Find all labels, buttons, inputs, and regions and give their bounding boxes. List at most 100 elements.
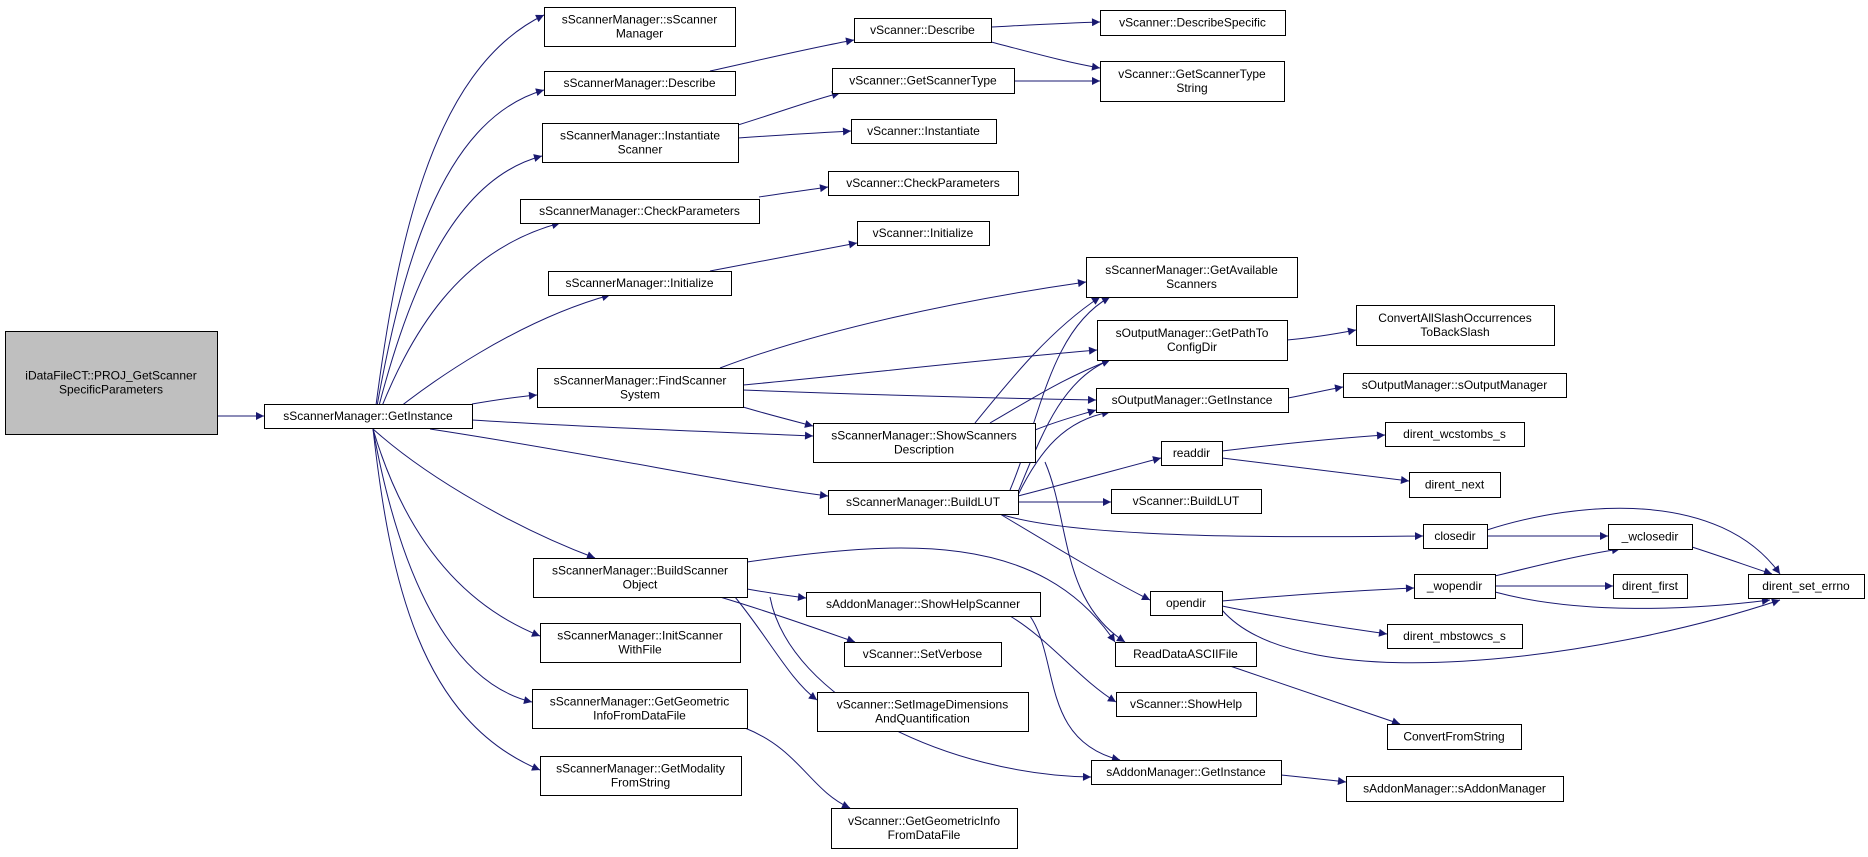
node-label: Manager — [616, 27, 663, 41]
node-n32[interactable]: vScanner::ShowHelp — [1116, 692, 1257, 717]
node-label: sAddonManager::ShowHelpScanner — [826, 597, 1020, 611]
node-box — [844, 642, 1002, 667]
edge-n28-n36 — [1221, 431, 1386, 452]
nodes-layer: iDataFileCT::PROJ_GetScannerSpecificPara… — [5, 7, 1865, 849]
edge-n39-n45 — [1494, 591, 1771, 609]
node-n35[interactable]: sOutputManager::sOutputManager — [1343, 373, 1567, 398]
node-label: sScannerManager::Instantiate — [560, 129, 720, 143]
node-n1[interactable]: sScannerManager::GetInstance — [264, 404, 473, 429]
node-box — [537, 368, 744, 408]
edge-n17-n26 — [989, 359, 1111, 424]
edge-n26-n34 — [1286, 327, 1357, 341]
node-n44[interactable]: dirent_first — [1613, 574, 1688, 599]
node-label: vScanner::CheckParameters — [846, 176, 999, 190]
node-label: vScanner::GetGeometricInfo — [848, 814, 1000, 828]
node-n14[interactable]: vScanner::Instantiate — [851, 119, 997, 144]
node-n19[interactable]: sAddonManager::ShowHelpScanner — [806, 592, 1041, 617]
node-box — [817, 692, 1029, 732]
node-label: sAddonManager::GetInstance — [1106, 765, 1266, 779]
edge-n8-n19 — [746, 588, 807, 601]
node-n6[interactable]: sScannerManager::Initialize — [548, 271, 732, 296]
node-n18[interactable]: sScannerManager::BuildLUT — [828, 490, 1019, 515]
node-n16[interactable]: vScanner::Initialize — [857, 221, 990, 246]
node-n33[interactable]: sAddonManager::GetInstance — [1091, 760, 1282, 785]
node-n0[interactable]: iDataFileCT::PROJ_GetScannerSpecificPara… — [5, 331, 218, 435]
node-n31[interactable]: ReadDataASCIIFile — [1115, 642, 1257, 667]
node-label: FromDataFile — [888, 828, 961, 842]
node-label: vScanner::GetScannerType — [849, 74, 997, 88]
edge-n39-n43 — [1494, 546, 1621, 577]
node-n40[interactable]: dirent_mbstowcs_s — [1387, 624, 1523, 649]
node-n13[interactable]: vScanner::GetScannerType — [832, 68, 1015, 94]
node-n43[interactable]: _wclosedir — [1608, 524, 1693, 550]
node-label: sScannerManager::GetGeometric — [550, 695, 729, 709]
node-n29[interactable]: vScanner::BuildLUT — [1111, 489, 1262, 514]
node-box — [1115, 642, 1257, 667]
node-n28[interactable]: readdir — [1161, 441, 1223, 466]
node-n10[interactable]: sScannerManager::GetGeometricInfoFromDat… — [532, 689, 748, 729]
edge-n18-n30 — [999, 513, 1151, 601]
node-n15[interactable]: vScanner::CheckParameters — [828, 171, 1019, 196]
edge-n17-n31 — [1044, 461, 1126, 643]
node-label: WithFile — [618, 643, 662, 657]
node-label: sAddonManager::sAddonManager — [1363, 782, 1546, 796]
node-box — [831, 808, 1018, 849]
node-n45[interactable]: dirent_set_errno — [1748, 574, 1865, 599]
node-n36[interactable]: dirent_wcstombs_s — [1385, 422, 1525, 447]
node-n41[interactable]: ConvertFromString — [1387, 724, 1522, 750]
node-n12[interactable]: vScanner::Describe — [854, 18, 992, 43]
node-box — [1387, 724, 1522, 750]
node-box — [1613, 574, 1688, 599]
node-label: sScannerManager::CheckParameters — [539, 204, 740, 218]
node-n42[interactable]: sAddonManager::sAddonManager — [1346, 776, 1564, 802]
node-box — [520, 199, 760, 224]
edge-n18-n27 — [1017, 409, 1111, 496]
node-n23[interactable]: vScanner::DescribeSpecific — [1100, 10, 1286, 36]
node-box — [828, 171, 1019, 196]
node-label: String — [1176, 81, 1207, 95]
node-n3[interactable]: sScannerManager::Describe — [544, 71, 736, 96]
node-n2[interactable]: sScannerManager::sScannerManager — [544, 7, 736, 47]
node-box — [1100, 10, 1286, 36]
edge-n18-n26 — [1017, 359, 1111, 493]
edge-n8-n21 — [734, 596, 818, 701]
node-n20[interactable]: vScanner::SetVerbose — [844, 642, 1002, 667]
node-box — [5, 331, 218, 435]
node-box — [832, 68, 1015, 94]
node-n27[interactable]: sOutputManager::GetInstance — [1096, 388, 1289, 413]
node-box — [532, 689, 748, 729]
node-label: iDataFileCT::PROJ_GetScanner — [25, 369, 196, 383]
edge-n1-n10 — [372, 428, 533, 705]
node-box — [1150, 591, 1223, 616]
edge-n28-n37 — [1221, 457, 1410, 484]
node-n30[interactable]: opendir — [1150, 591, 1223, 616]
node-n5[interactable]: sScannerManager::CheckParameters — [520, 199, 760, 224]
node-box — [1346, 776, 1564, 802]
node-label: sOutputManager::GetInstance — [1112, 393, 1273, 407]
edge-n33-n42 — [1280, 774, 1347, 785]
node-box — [1423, 524, 1488, 549]
node-label: ToBackSlash — [1420, 325, 1489, 339]
node-n39[interactable]: _wopendir — [1414, 574, 1496, 599]
node-n38[interactable]: closedir — [1423, 524, 1488, 549]
node-label: Scanners — [1166, 277, 1217, 291]
node-n21[interactable]: vScanner::SetImageDimensionsAndQuantific… — [817, 692, 1029, 732]
node-box — [533, 558, 748, 598]
edge-n17-n25 — [974, 296, 1101, 424]
node-box — [857, 221, 990, 246]
node-box — [540, 756, 742, 796]
node-box — [1086, 257, 1298, 298]
node-n37[interactable]: dirent_next — [1409, 472, 1501, 498]
